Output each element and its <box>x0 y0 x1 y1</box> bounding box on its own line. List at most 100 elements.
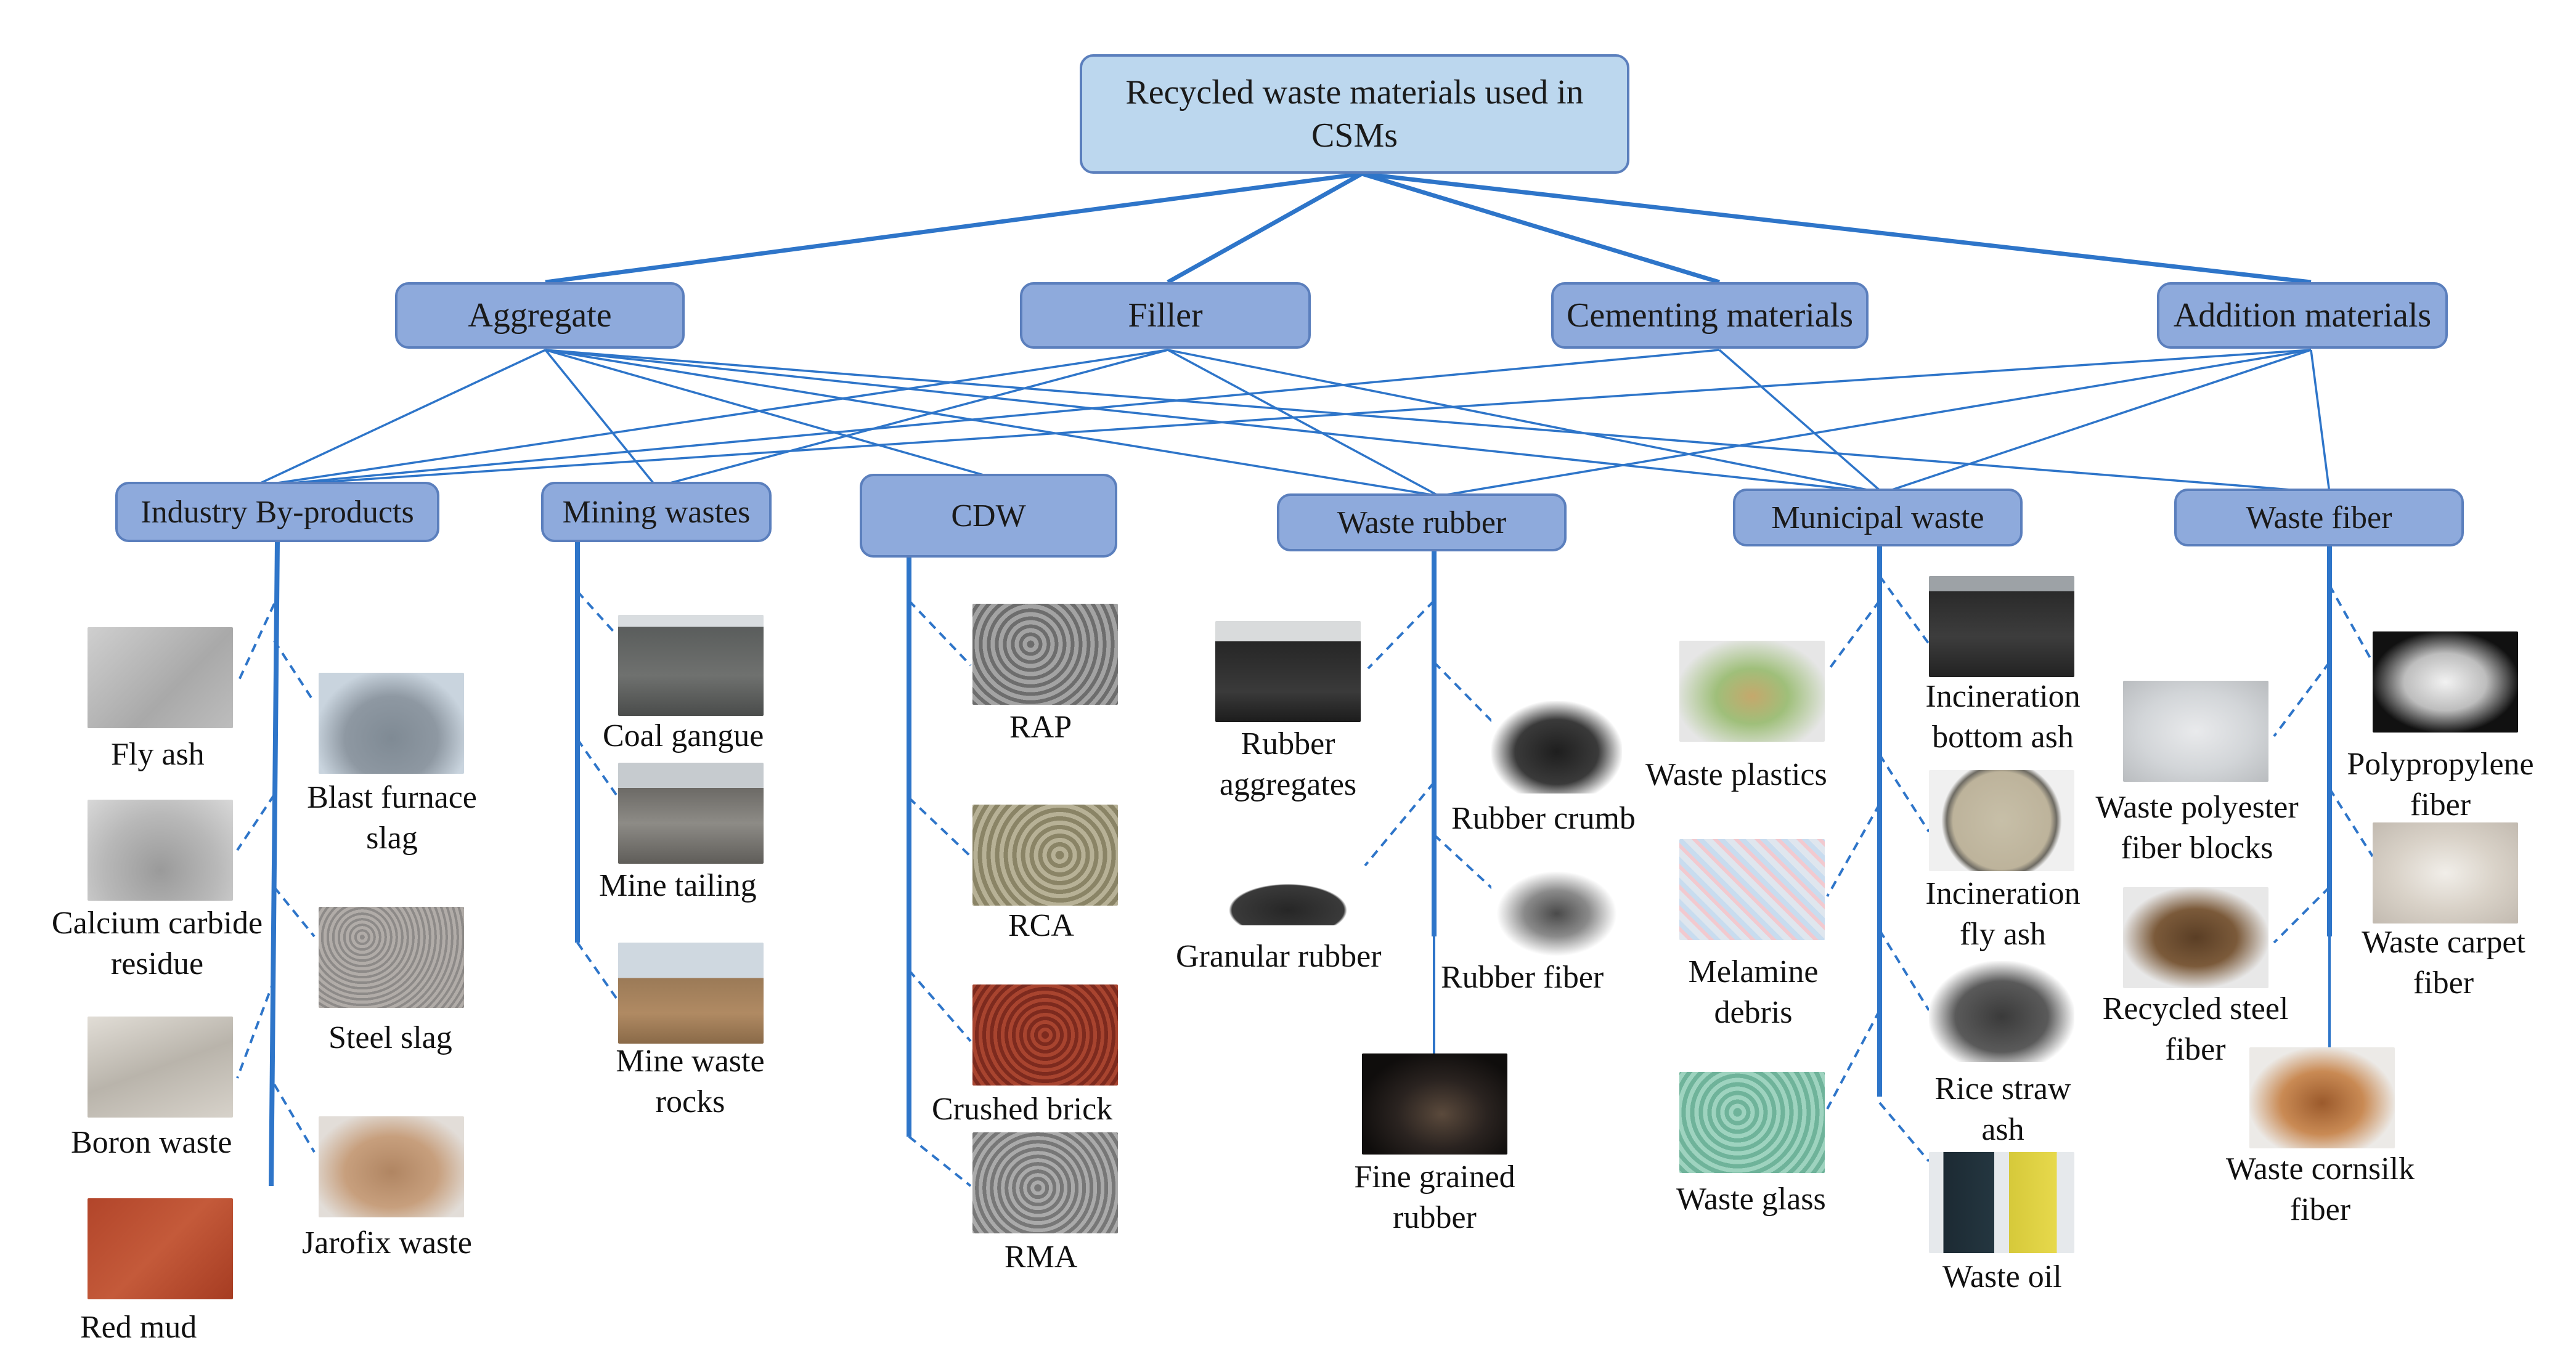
material-label: Melamine debris <box>1673 952 1833 1033</box>
material-label: Recycled steel fiber <box>2089 989 2302 1070</box>
mine-waste-rocks-photo <box>618 943 764 1044</box>
material-label-text: Calcium carbide residue <box>51 906 263 981</box>
melamine-debris-photo <box>1679 839 1825 940</box>
material-label: Mine tailing <box>599 868 757 903</box>
category-label: Filler <box>1128 296 1203 335</box>
subcategory-label: Industry By-products <box>141 494 414 530</box>
subcategory-municipal-waste: Municipal waste <box>1733 489 2023 546</box>
waste-carpet-fiber-photo <box>2373 822 2518 923</box>
material-label: Rubber crumb <box>1451 801 1636 836</box>
waste-oil-photo <box>1929 1152 2074 1253</box>
category-label: Aggregate <box>468 296 612 335</box>
material-label-text: Waste polyester fiber blocks <box>2095 790 2299 866</box>
material-label: RAP <box>1009 710 1072 745</box>
material-label-text: Blast furnace slag <box>307 780 477 856</box>
material-label: Waste oil <box>1942 1259 2062 1294</box>
rice-straw-ash-photo <box>1929 961 2074 1062</box>
material-label-text: Rubber aggregates <box>1219 726 1357 802</box>
subcategory-label: Municipal waste <box>1771 500 1984 535</box>
material-label-text: Polypropylene fiber <box>2347 747 2534 822</box>
material-label: Incineration fly ash <box>1904 874 2101 955</box>
material-label: Polypropylene fiber <box>2317 744 2564 826</box>
subcategory-waste-fiber: Waste fiber <box>2174 489 2464 546</box>
material-label-text: Incineration bottom ash <box>1925 679 2081 755</box>
subcategory-label: Mining wastes <box>562 494 751 530</box>
waste-plastics-photo <box>1679 641 1825 742</box>
material-label-text: Fine grained rubber <box>1354 1159 1515 1235</box>
material-label: Red mud <box>80 1310 197 1345</box>
rubber-fiber-photo <box>1491 867 1622 960</box>
recycled-steel-fiber-photo <box>2123 887 2268 988</box>
material-label: RMA <box>1005 1240 1078 1275</box>
category-cementing-materials: Cementing materials <box>1551 282 1869 349</box>
rubber-aggregates-photo <box>1215 621 1361 722</box>
waste-glass-photo <box>1679 1072 1825 1173</box>
material-label: Waste glass <box>1676 1182 1826 1217</box>
polypropylene-fiber-photo <box>2373 631 2518 733</box>
material-label-text: Rice straw ash <box>1934 1071 2071 1147</box>
category-label: Cementing materials <box>1567 296 1853 335</box>
material-label-text: Melamine debris <box>1688 954 1819 1030</box>
fly-ash-photo <box>88 627 233 728</box>
material-label: Fly ash <box>111 737 205 772</box>
subcategory-label: CDW <box>951 498 1026 534</box>
material-label-text: Waste carpet fiber <box>2362 925 2525 1001</box>
material-label-text: Waste cornsilk fiber <box>2225 1151 2415 1227</box>
material-label: Waste polyester fiber blocks <box>2077 787 2317 869</box>
calcium-carbide-residue-photo <box>88 800 233 901</box>
category-filler: Filler <box>1020 282 1311 349</box>
material-label: Jarofix waste <box>302 1225 472 1260</box>
rma-photo <box>972 1132 1118 1233</box>
material-label: Steel slag <box>328 1020 452 1055</box>
material-label: Crushed brick <box>932 1092 1113 1127</box>
material-label: Mine waste rocks <box>592 1041 789 1122</box>
root-node: Recycled waste materials used in CSMs <box>1080 54 1629 174</box>
material-label: Rubber aggregates <box>1199 724 1377 805</box>
boron-waste-photo <box>88 1017 233 1118</box>
material-label-text: Mine waste rocks <box>616 1044 765 1119</box>
incineration-fly-ash-photo <box>1929 770 2074 871</box>
subcategory-industry-by-products: Industry By-products <box>115 482 439 542</box>
material-label: Blast furnace slag <box>296 777 488 859</box>
crushed-brick-photo <box>972 984 1118 1086</box>
root-label: Recycled waste materials used in CSMs <box>1125 73 1584 155</box>
category-aggregate: Aggregate <box>395 282 685 349</box>
blast-furnace-slag-photo <box>319 673 464 774</box>
material-label: Waste plastics <box>1645 757 1827 792</box>
material-label: Waste cornsilk fiber <box>2209 1149 2431 1230</box>
rca-photo <box>972 805 1118 906</box>
subcategory-cdw: CDW <box>860 474 1117 558</box>
material-label: Calcium carbide residue <box>25 903 290 984</box>
material-label-text: Recycled steel fiber <box>2102 991 2289 1067</box>
fine-grained-rubber-photo <box>1362 1053 1507 1155</box>
material-label: Waste carpet fiber <box>2336 922 2551 1004</box>
waste-cornsilk-fiber-photo <box>2249 1047 2395 1148</box>
material-label: Rice straw ash <box>1917 1069 2089 1150</box>
material-label: Incineration bottom ash <box>1898 676 2108 758</box>
rubber-crumb-photo <box>1491 701 1622 794</box>
coal-gangue-photo <box>618 615 764 716</box>
granular-rubber-photo <box>1215 824 1361 925</box>
material-label-text: Incineration fly ash <box>1925 876 2081 952</box>
subcategory-waste-rubber: Waste rubber <box>1277 493 1567 551</box>
material-label: Rubber fiber <box>1441 960 1604 995</box>
material-label: RCA <box>1008 908 1074 943</box>
steel-slag-photo <box>319 907 464 1008</box>
subcategory-label: Waste rubber <box>1337 505 1507 540</box>
material-label: Granular rubber <box>1176 939 1382 974</box>
subcategory-mining-wastes: Mining wastes <box>541 482 772 542</box>
rap-photo <box>972 604 1118 705</box>
material-label: Fine grained rubber <box>1324 1157 1546 1238</box>
incineration-bottom-ash-photo <box>1929 576 2074 677</box>
jarofix-waste-photo <box>319 1116 464 1217</box>
material-label: Boron waste <box>71 1125 232 1160</box>
subcategory-label: Waste fiber <box>2246 500 2392 535</box>
red-mud-photo <box>88 1198 233 1299</box>
mine-tailing-photo <box>618 763 764 864</box>
material-label: Coal gangue <box>603 718 764 753</box>
category-label: Addition materials <box>2173 296 2432 335</box>
category-addition-materials: Addition materials <box>2157 282 2448 349</box>
waste-polyester-fiber-blocks-photo <box>2123 681 2268 782</box>
